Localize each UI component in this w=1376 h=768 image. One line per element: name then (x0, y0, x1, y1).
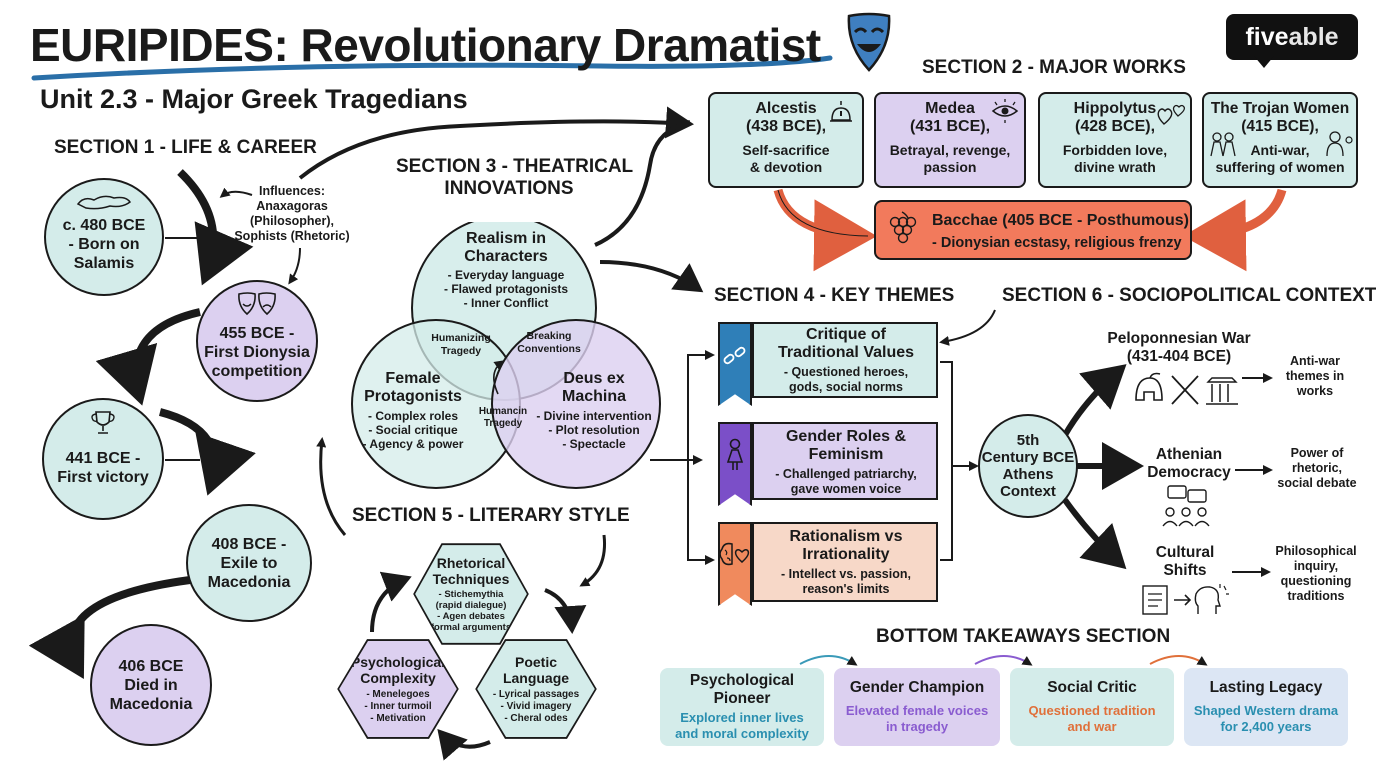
context-hub: 5th Century BCE Athens Context (978, 414, 1078, 518)
style-rhetorical: Rhetorical Techniques - Stichemythia (ra… (413, 543, 529, 645)
theme-critique: Critique of Traditional Values - Questio… (712, 322, 940, 410)
bell-icon (830, 101, 852, 122)
section5-heading: SECTION 5 - LITERARY STYLE (352, 505, 630, 526)
work-bacchae: Bacchae (405 BCE - Posthumous) - Dionysi… (874, 200, 1192, 260)
context-war-label: Peloponnesian War (431-404 BCE) (1107, 330, 1251, 365)
takeaway-arrow-2 (974, 655, 1033, 666)
trophy-icon (91, 411, 115, 434)
hearts-icon (1157, 104, 1186, 125)
cycle-arrow-2 (437, 728, 491, 761)
masks-icon (238, 292, 276, 316)
section5-arrow (579, 534, 607, 587)
work-trojan-women: The Trojan Women (415 BCE), Anti-war, su… (1202, 92, 1358, 188)
venn-diagram (351, 222, 661, 489)
section2-heading: SECTION 2 - MAJOR WORKS (922, 57, 1186, 78)
venn-to-works (594, 120, 691, 247)
section1-heading: SECTION 1 - LIFE & CAREER (54, 137, 317, 158)
context-to-themes (939, 309, 996, 346)
context-cultural-result: Philosophical inquiry, questioning tradi… (1275, 544, 1357, 603)
work-alcestis: Alcestis (438 BCE), Self-sacrifice & dev… (708, 92, 864, 188)
context-war-result: Anti-war themes in works (1285, 354, 1345, 398)
venn-circle-deus (491, 319, 661, 489)
venn-female-label: Female Protagonists - Complex roles - So… (362, 370, 464, 451)
takeaway-legacy: Lasting Legacy Shaped Western drama for … (1184, 668, 1348, 746)
milestone-first-victory: 441 BCE - First victory (42, 398, 164, 520)
venn-realism-label: Realism in Characters - Everyday languag… (443, 230, 568, 310)
timeline-arrow-4 (28, 576, 191, 679)
brain-heart-icon (719, 542, 750, 566)
section6-heading: SECTION 6 - SOCIOPOLITICAL CONTEXT (1002, 285, 1376, 306)
milestone-death: 406 BCE Died in Macedonia (90, 624, 212, 746)
section3-heading: SECTION 3 - THEATRICAL INNOVATIONS (396, 156, 634, 199)
influences-arrow (219, 187, 253, 198)
timeline-arrow-3 (158, 408, 256, 496)
milestone-born: c. 480 BCE - Born on Salamis (44, 178, 164, 296)
hub-arrow-war (1062, 364, 1127, 437)
brand-tail (1254, 56, 1274, 68)
speech-crowd-icon (1162, 485, 1210, 527)
context-cultural-label: Cultural Shifts (1155, 544, 1215, 579)
influences-note: Influences: Anaxagoras (Philosopher), So… (234, 184, 350, 243)
subtitle: Unit 2.3 - Major Greek Tragedians (40, 84, 468, 114)
venn-overlap-breaking: Breaking Conventions (517, 330, 581, 355)
main-title: EURIPIDES: Revolutionary Dramatist (30, 19, 821, 71)
theme-rationalism: Rationalism vs Irrationality - Intellect… (712, 522, 940, 610)
coral-arrow-right (1183, 188, 1287, 272)
work-medea: Medea (431 BCE), Betrayal, revenge, pass… (874, 92, 1026, 188)
takeaway-gender: Gender Champion Elevated female voices i… (834, 668, 1000, 746)
milestone-exile: 408 BCE - Exile to Macedonia (186, 504, 312, 622)
scroll-head-icon (1142, 584, 1229, 615)
context-democracy-label: Athenian Democracy (1147, 446, 1231, 481)
venn-overlap-center: Humancin Tragedy (478, 406, 528, 429)
map-icon (76, 195, 132, 210)
grapes-icon (889, 211, 917, 244)
helmet-sword-icon (1135, 372, 1238, 405)
woman-icon (726, 438, 744, 470)
themes-bracket-right (940, 361, 953, 561)
context-democracy-result: Power of rhetoric, social debate (1277, 446, 1357, 490)
theme-gender: Gender Roles & Feminism - Challenged pat… (712, 422, 940, 510)
takeaway-psychological: Psychological Pioneer Explored inner liv… (660, 668, 824, 746)
venn-to-themes (599, 260, 704, 293)
milestone-first-dionysia: 455 BCE - First Dionysia competition (196, 280, 318, 402)
venn-deus-label: Deus ex Machina - Divine intervention - … (536, 370, 652, 451)
timeline-arrow-1 (177, 169, 254, 286)
swoop-to-works (298, 106, 694, 180)
eye-icon (991, 99, 1019, 123)
takeaway-arrow-3 (1149, 655, 1208, 666)
takeaway-arrow-1 (799, 655, 858, 666)
brand-suffix: able (1288, 22, 1339, 51)
cycle-arrow-1 (544, 588, 587, 634)
work-hippolytus: Hippolytus (428 BCE), Forbidden love, di… (1038, 92, 1192, 188)
style-poetic: Poetic Language - Lyrical passages - Viv… (475, 639, 597, 739)
coral-arrow-left-outline (777, 189, 869, 237)
women-icon (1210, 131, 1353, 157)
title-underline (31, 55, 833, 81)
brand-prefix: five (1245, 22, 1289, 51)
themes-bracket-left (687, 354, 700, 561)
takeaway-social: Social Critic Questioned tradition and w… (1010, 668, 1174, 746)
chain-icon (723, 346, 746, 365)
style-to-venn (316, 437, 347, 536)
venn-overlap-humanizing: Humanizing Tragedy (431, 332, 491, 357)
influences-arrow-2 (288, 247, 301, 285)
timeline-arrow-2 (95, 308, 201, 406)
takeaways-heading: BOTTOM TAKEAWAYS SECTION (876, 626, 1171, 647)
cycle-arrow-3 (370, 571, 412, 633)
section4-heading: SECTION 4 - KEY THEMES (714, 285, 955, 306)
style-psychological: Psychological Complexity - Menelegoes - … (337, 639, 459, 739)
theater-mask-icon (847, 12, 891, 72)
hub-arrow-cultural (1062, 498, 1127, 570)
